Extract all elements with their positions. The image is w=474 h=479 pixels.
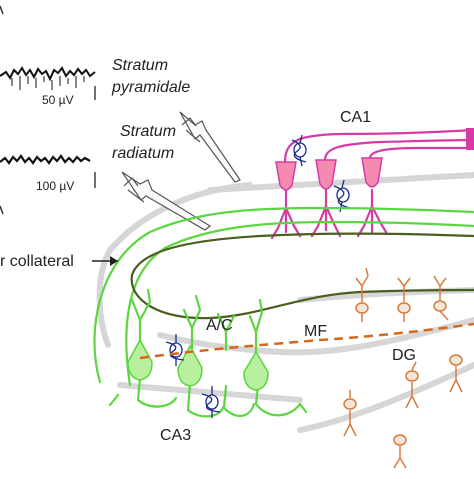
inner-layer-band [157,317,474,356]
ca1-interneuron-1 [291,134,307,167]
recording-trace-1: 50 µV [0,66,96,107]
schaffer-collateral [93,206,474,387]
ca1-dendrites [270,188,388,240]
ca3-axon-outer [93,206,474,384]
trace-pyramidale [0,66,96,82]
label-ca1: CA1 [340,109,371,126]
ca3-interneuron-2 [201,386,221,418]
stratum-pyramidale-band [207,172,474,193]
ca3-soma-2 [177,344,203,387]
ca1-soma-1 [275,161,297,191]
ca1-soma-3 [361,157,383,188]
ca3-axon-inner [125,220,474,387]
label-stratum-pyramidale-1: Stratum [112,57,168,74]
dg-granule-cells-lower [343,354,463,469]
ca3-dendrites-down [136,376,302,418]
label-ac: A/C [206,317,233,334]
label-stratum-radiatum-2: radiatum [112,145,174,162]
ca3-neurons [108,288,308,418]
ca3-interneuron-1 [165,334,185,366]
trace-radiatum [0,154,91,165]
ca1-axon-3 [368,146,474,160]
dg-granule-cells-upper [355,267,449,322]
scale-label-50: 50 µV [42,93,74,107]
label-schaffer-collateral: r collateral [0,253,74,270]
ca1-somata [275,157,383,191]
label-mf: MF [304,323,327,340]
trace-pyramidale-spikes [11,76,85,90]
ca3-soma-3 [243,350,269,391]
ca3-dendrites-up [130,288,264,354]
ca3-interneurons [165,334,221,418]
ca1-neurons [270,128,474,240]
outer-layer-band [96,182,253,348]
ca1-axon-1 [283,128,474,164]
dg-lower-band [297,362,474,433]
label-stratum-pyramidale-2: pyramidale [111,79,190,96]
left-edge-tick-bottom [0,205,4,215]
hilus-boundary [130,232,474,320]
layer-bands [96,172,474,433]
recording-trace-2: 100 µV [0,154,96,193]
scale-label-100: 100 µV [36,179,74,193]
electrode-pyramidale [179,111,241,183]
ca3-somata [127,338,269,391]
label-stratum-radiatum-1: Stratum [120,123,176,140]
ca3-lower-band [117,382,303,403]
ca1-soma-2 [315,159,337,190]
label-dg: DG [392,347,416,364]
label-ca3: CA3 [160,427,191,444]
pathway-arrow-head [110,256,118,266]
ca1-axon-end [466,128,474,150]
ca1-axon-2 [323,138,474,162]
electrode-radiatum [121,171,212,231]
left-edge-tick-top [0,5,4,15]
mossy-fiber-path [139,322,474,360]
ca3-collaterals [108,393,308,414]
ca3-soma-1 [127,338,153,381]
